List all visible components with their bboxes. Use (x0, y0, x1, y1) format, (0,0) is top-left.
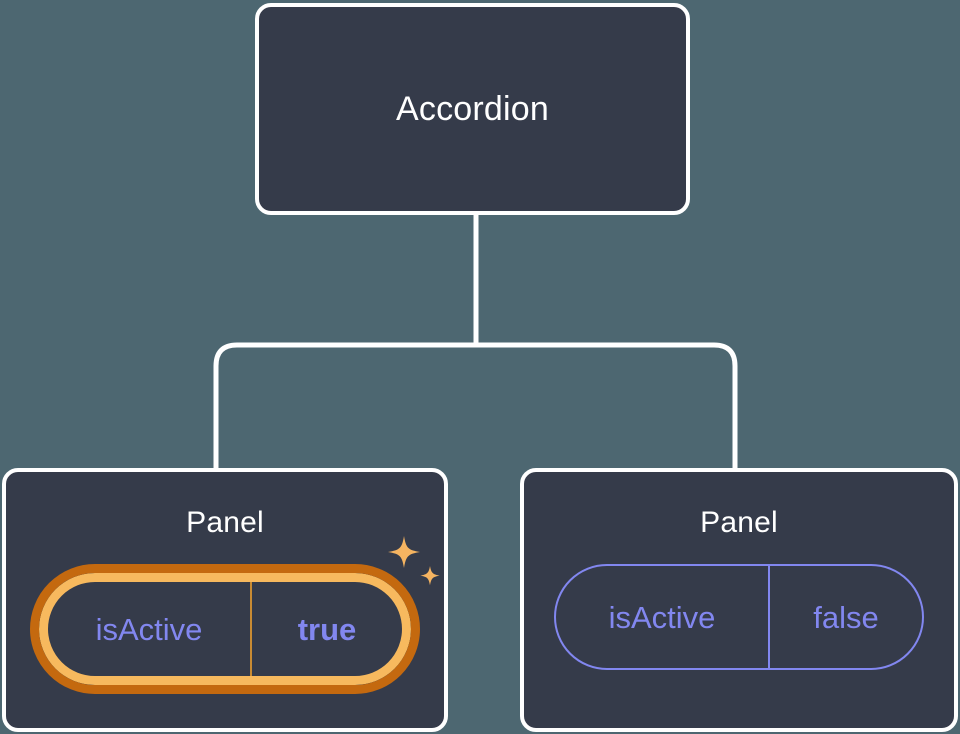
prop-pill-left-wrapper: isActive true (30, 536, 440, 694)
node-panel-left[interactable]: Panel isActive true (2, 468, 448, 732)
prop-pill-isactive-false[interactable]: isActive false (554, 564, 924, 670)
node-panel-right[interactable]: Panel isActive false (520, 468, 958, 732)
prop-value-label: true (250, 582, 402, 676)
prop-value-label: false (768, 566, 922, 668)
node-panel-left-title: Panel (186, 506, 264, 539)
prop-pill-right-wrapper: isActive false (554, 564, 924, 670)
node-accordion[interactable]: Accordion (255, 3, 690, 215)
sparkle-icon (388, 536, 420, 568)
node-accordion-title: Accordion (396, 90, 549, 128)
prop-key-label: isActive (608, 599, 716, 635)
sparkle-icon (420, 566, 440, 586)
prop-pill-inner-ring: isActive true (39, 573, 411, 685)
prop-pill-isactive-true[interactable]: isActive true (30, 564, 420, 694)
node-panel-right-title: Panel (700, 506, 778, 539)
prop-key-label: isActive (95, 611, 203, 647)
